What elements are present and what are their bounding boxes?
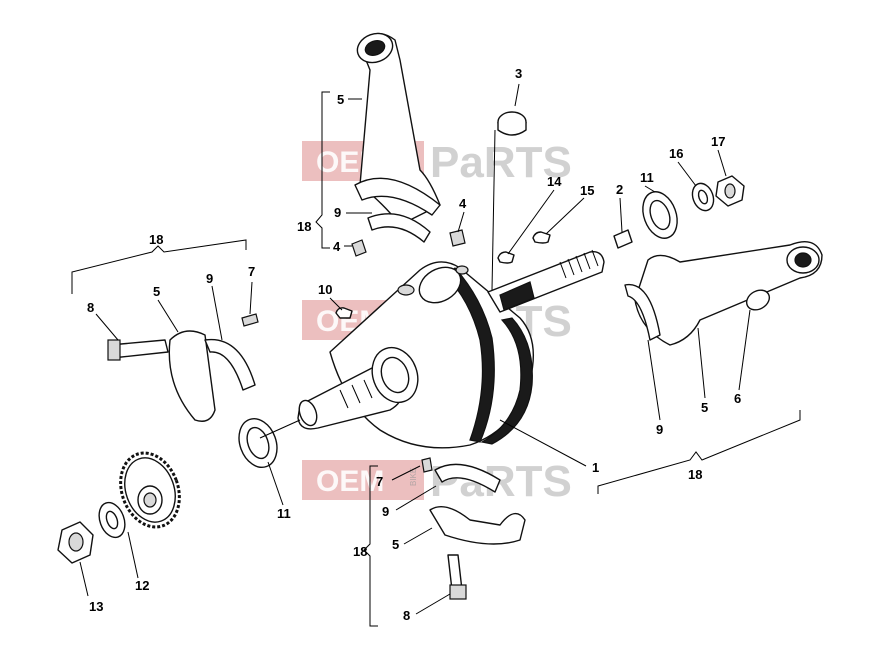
callout-18d: 18 [353, 544, 367, 559]
callout-7a: 7 [248, 264, 255, 279]
timing-gear [119, 451, 181, 529]
thrust-washer-right [642, 191, 678, 239]
bracket-18-upper [315, 91, 330, 249]
callout-13: 13 [89, 599, 103, 614]
gear-nut [57, 521, 94, 564]
callout-10: 10 [318, 282, 332, 297]
callout-2: 2 [616, 182, 623, 197]
big-end-cap-left [107, 313, 259, 422]
callout-11a: 11 [640, 170, 654, 185]
callout-1: 1 [592, 460, 599, 475]
nut-17 [715, 175, 745, 207]
big-end-cap-bottom [421, 457, 526, 600]
bracket-18-bottom [363, 465, 378, 627]
washer-16 [691, 182, 715, 212]
callout-5a: 5 [337, 92, 344, 107]
callout-18b: 18 [149, 232, 163, 247]
callout-16: 16 [669, 146, 683, 161]
callout-9a: 9 [334, 205, 341, 220]
watermark-top: OEM BIKE PaRTS [302, 138, 572, 187]
gear-washer [98, 501, 126, 539]
callout-18c: 18 [688, 467, 702, 482]
callout-14: 14 [547, 174, 562, 189]
callout-5d: 5 [392, 537, 399, 552]
callout-18a: 18 [297, 219, 311, 234]
thrust-washer-left [238, 418, 278, 468]
callout-17: 17 [711, 134, 725, 149]
bracket-18-left [71, 239, 247, 294]
callout-labels: 1 2 3 4 4 5 5 5 5 6 7 7 8 8 9 9 9 9 10 1… [87, 66, 741, 623]
dowel-2 [613, 229, 633, 249]
callout-11b: 11 [277, 506, 291, 521]
callout-8a: 8 [87, 300, 94, 315]
callout-9c: 9 [656, 422, 663, 437]
callout-7b: 7 [376, 474, 383, 489]
plug-10 [335, 307, 353, 319]
callout-9d: 9 [382, 504, 389, 519]
connecting-rod-upper [351, 32, 466, 257]
callout-15: 15 [580, 183, 594, 198]
svg-text:BIKE: BIKE [409, 468, 418, 486]
callout-9b: 9 [206, 271, 213, 286]
watermark-bottom: OEM BIKE PaRTS [302, 457, 572, 506]
connecting-rod-right [624, 241, 823, 346]
svg-text:PaRTS: PaRTS [430, 138, 572, 187]
key-14 [497, 251, 515, 264]
svg-text:OEM: OEM [316, 465, 384, 498]
leader-lines [79, 83, 751, 615]
crankshaft [297, 249, 605, 449]
bracket-18-right [597, 410, 801, 494]
callout-8b: 8 [403, 608, 410, 623]
key-15 [532, 231, 551, 244]
callout-3: 3 [515, 66, 522, 81]
callout-5c: 5 [701, 400, 708, 415]
callout-4a: 4 [459, 196, 467, 211]
callout-5b: 5 [153, 284, 160, 299]
callout-12: 12 [135, 578, 149, 593]
bushing-3 [497, 111, 527, 136]
callout-4b: 4 [333, 239, 341, 254]
callout-6: 6 [734, 391, 741, 406]
